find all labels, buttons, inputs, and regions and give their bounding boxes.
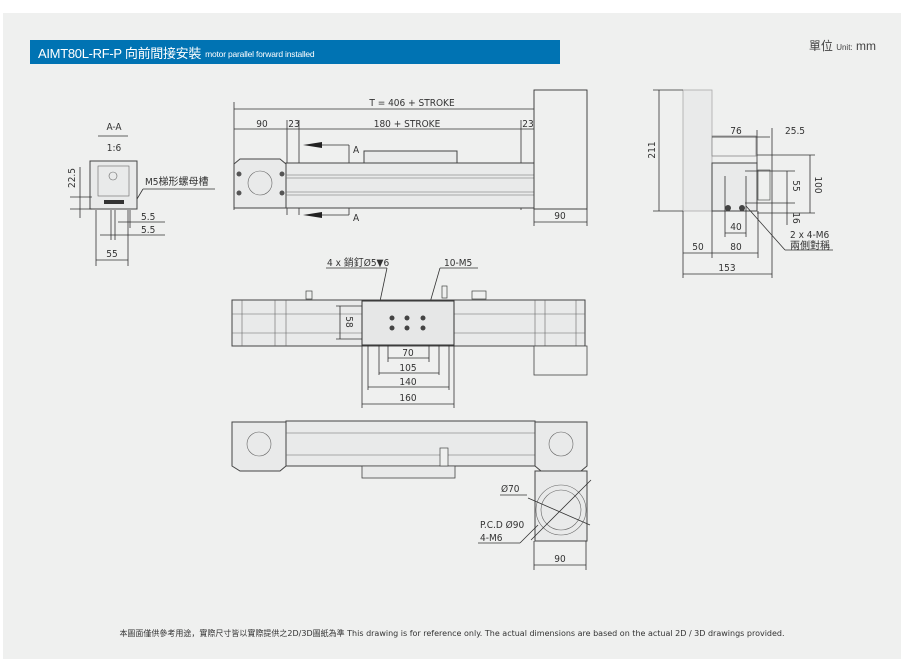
callout-pins: 4 x 銷釘Ø5▼6 [327, 256, 389, 269]
dim-25-5: 25.5 [785, 126, 805, 137]
brand-logo-icon [246, 431, 272, 457]
model-title: AIMT80L-RF-P 向前間接安裝 [38, 45, 202, 61]
dim-160: 160 [399, 393, 416, 404]
dim-105: 105 [399, 363, 416, 374]
sensor-flag [439, 447, 449, 467]
dim-end-right: 23 [522, 119, 533, 130]
unit-en: Unit: [836, 43, 853, 52]
section-arrow-bottom [303, 212, 322, 218]
bottom-view: Ø70 P.C.D Ø90 4-M6 90 [231, 420, 592, 570]
model-subtitle: motor parallel forward installed [205, 48, 315, 59]
dim-55: 55 [106, 249, 117, 260]
dim-80: 80 [730, 242, 742, 253]
callout-leader [745, 205, 786, 251]
brand-logo-icon [548, 431, 574, 457]
dim-211: 211 [647, 141, 658, 158]
dim-dia-70: Ø70 [501, 483, 520, 495]
screw-section [108, 171, 118, 181]
dim-pcd: P.C.D Ø90 [480, 519, 524, 531]
rail-end [711, 162, 758, 212]
dim-end-left: 23 [288, 119, 299, 130]
section-view: A-A 1:6 22.5 M5梯形螺母槽 5.5 5.5 55 [67, 122, 215, 266]
dia-70-circle [540, 489, 582, 531]
profile-inner [97, 165, 130, 197]
front-view: T = 406 + STROKE 90 23 180 + STROKE 23 A… [233, 89, 588, 226]
center-line [530, 479, 592, 541]
dim-5-5-a: 5.5 [141, 212, 155, 223]
sensor-flag [441, 285, 448, 299]
callout-leader [136, 188, 144, 200]
dim-5-5-b: 5.5 [141, 225, 155, 236]
carriage-top [361, 300, 455, 346]
section-label: A-A [106, 122, 122, 133]
center-line [527, 497, 591, 526]
unit-zh: 單位 [808, 39, 833, 53]
motor-body-top [533, 345, 588, 376]
foot-icon [739, 205, 745, 211]
connector [757, 169, 771, 201]
motor-end-plate [233, 158, 287, 209]
dim-total-length: T = 406 + STROKE [368, 98, 455, 109]
bolt-icon [236, 190, 242, 196]
bolt-icon [279, 171, 285, 177]
bolt-icon [279, 190, 285, 196]
dim-motor-width: 90 [554, 211, 566, 222]
dim-70: 70 [402, 348, 414, 359]
dim-100: 100 [812, 176, 823, 193]
bolt-icon [236, 171, 242, 177]
brand-logo-icon [247, 170, 273, 196]
title-banner: AIMT80L-RF-P 向前間接安裝 motor parallel forwa… [30, 40, 560, 64]
dim-90-bottom: 90 [554, 554, 566, 565]
section-marker-top: A [353, 145, 360, 156]
motor-end-plate [231, 421, 287, 472]
unit-label: 單位 Unit: mm [809, 37, 876, 54]
foot-icon [725, 205, 731, 211]
limit-switch [305, 290, 313, 300]
disclaimer: 本圖面僅供參考用途，實際尺寸皆以實際提供之2D/3D圖紙為準 This draw… [119, 629, 785, 638]
dim-153: 153 [718, 263, 735, 274]
dim-motor-90: 90 [256, 119, 268, 130]
dim-22-5: 22.5 [67, 168, 78, 188]
side-view: 211 76 25.5 100 55 16 40 2 x 4-M6 兩側對稱 5… [647, 89, 833, 278]
dim-58: 58 [343, 316, 354, 328]
linear-rail [285, 162, 536, 209]
dim-40: 40 [730, 222, 742, 233]
carriage [363, 150, 458, 164]
motor-housing [533, 89, 588, 210]
section-scale: 1:6 [107, 143, 122, 154]
dim-55: 55 [790, 180, 801, 191]
dim-effective: 180 + STROKE [374, 119, 441, 130]
dim-76: 76 [730, 126, 742, 137]
bracket [711, 135, 757, 157]
callout-m6-line2: 兩側對稱 [790, 239, 830, 252]
dim-140: 140 [399, 377, 416, 388]
mount-holes [389, 315, 426, 331]
motor-side [682, 89, 713, 212]
dim-holes: 4-M6 [480, 533, 503, 544]
section-marker-bottom: A [353, 213, 360, 224]
linear-rail-bottom [285, 420, 536, 467]
section-arrow-top [303, 142, 322, 148]
top-view: 4 x 銷釘Ø5▼6 10-M5 58 70 10 [231, 256, 588, 408]
callout-holes: 10-M5 [444, 258, 472, 269]
unit-value: mm [856, 39, 876, 53]
nut-slot [104, 200, 124, 204]
dim-16: 16 [790, 212, 801, 224]
motor-end-plate-right [534, 421, 588, 472]
callout-m6-line1: 2 x 4-M6 [790, 230, 829, 241]
carriage-bottom [361, 465, 456, 479]
callout-leader [519, 524, 539, 544]
dim-50: 50 [692, 242, 704, 253]
limit-switch [471, 290, 487, 300]
motor-flange [534, 470, 588, 542]
callout-nut-slot: M5梯形螺母槽 [145, 175, 209, 188]
pcd-circle [535, 484, 587, 536]
